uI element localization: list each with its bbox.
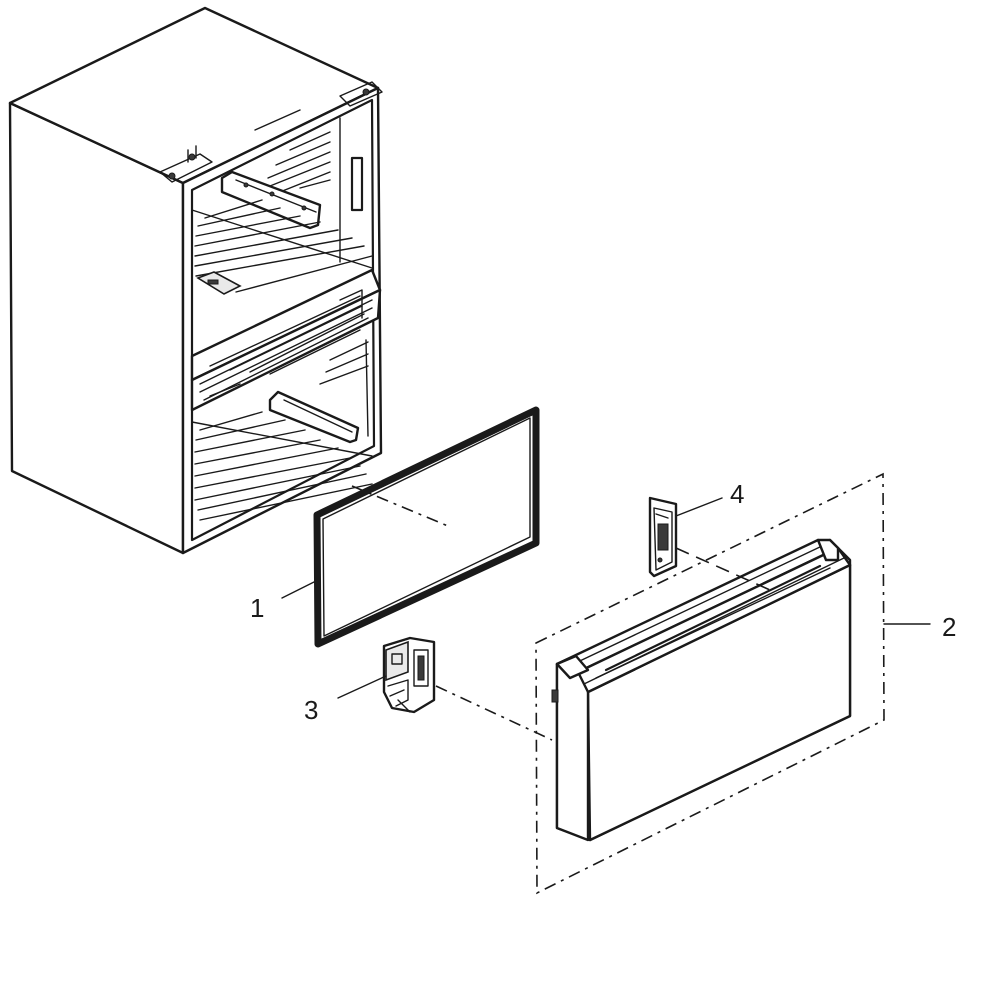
callout-3: 3 [304, 695, 318, 725]
upper-floor [191, 199, 373, 293]
callout-4: 4 [730, 479, 744, 509]
callout-1: 1 [250, 593, 264, 623]
left-hinge-bracket-part [382, 636, 553, 741]
callout-2: 2 [942, 612, 956, 642]
door-gasket-part [313, 406, 540, 648]
leader-lines [281, 485, 931, 699]
lower-back-slats [319, 339, 369, 437]
drawer-door-part [535, 472, 885, 895]
assembly-boundary [535, 472, 885, 895]
lower-floor [191, 383, 373, 521]
refrigerator-cabinet [8, 6, 383, 555]
upper-rail [220, 170, 322, 230]
middle-divider [190, 268, 382, 412]
right-hinge-bracket-part [648, 496, 678, 578]
